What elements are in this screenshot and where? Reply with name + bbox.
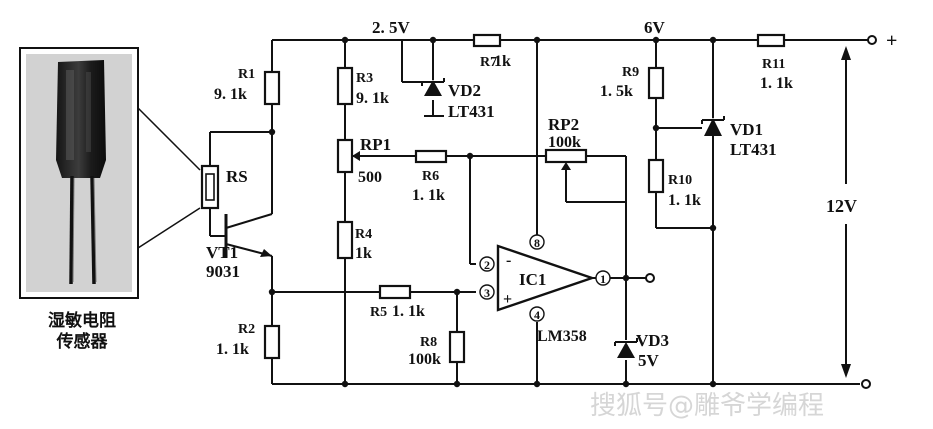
r10-value: 1. 1k <box>668 192 701 209</box>
r4-name: R4 <box>355 227 372 242</box>
terminals <box>645 35 877 389</box>
callout-line-top <box>137 107 201 171</box>
r7-value: 1k <box>494 53 511 70</box>
r1-value: 9. 1k <box>214 86 247 103</box>
opamp-pin2-label: 2 <box>484 258 490 272</box>
vd2-name: VD2 <box>448 81 481 100</box>
opamp-pin3-label: 3 <box>484 286 490 300</box>
resistor-r9 <box>647 66 665 100</box>
opamp-name: IC1 <box>519 270 546 289</box>
vt1-name: VT1 <box>206 243 238 262</box>
output-terminal <box>645 273 655 283</box>
vd1-name: VD1 <box>730 120 763 139</box>
opamp-pins <box>479 234 611 322</box>
resistor-r6 <box>414 149 448 164</box>
transistor-vt1 <box>224 213 273 258</box>
opamp-pin4-label: 4 <box>534 308 540 322</box>
wires <box>209 39 868 385</box>
supply-voltage-label: 12V <box>826 196 857 216</box>
supply-voltage-arrow <box>841 46 851 378</box>
r8-name: R8 <box>420 335 437 350</box>
minus-terminal <box>861 379 871 389</box>
opamp-part: LM358 <box>537 328 587 345</box>
opamp-inverting-sign: - <box>506 252 511 269</box>
junction-dots <box>268 36 717 388</box>
r5-name: R5 <box>370 305 387 320</box>
sensor-photo <box>19 47 139 299</box>
resistor-r5 <box>378 284 412 300</box>
sensor-caption-line2: 传感器 <box>56 331 109 352</box>
resistor-r11 <box>756 33 786 48</box>
resistor-r4 <box>336 220 354 260</box>
r4-value: 1k <box>355 245 372 262</box>
r8-value: 100k <box>408 351 441 368</box>
plus-label: + <box>886 30 897 52</box>
r9-value: 1. 5k <box>600 83 633 100</box>
callout-line-bottom <box>137 207 201 249</box>
r2-name: R2 <box>238 322 255 337</box>
potentiometer-rp1 <box>336 138 360 174</box>
rp2-name: RP2 <box>548 115 579 134</box>
r10-name: R10 <box>668 173 692 188</box>
zener-diode-vd3 <box>614 338 638 358</box>
rail-label-6v: 6V <box>644 18 666 37</box>
reference-diode-vd1 <box>701 116 725 136</box>
opamp-pin8-label: 8 <box>534 236 540 250</box>
rail-label-2v5: 2. 5V <box>372 18 411 37</box>
r3-name: R3 <box>356 71 373 86</box>
r5-value: 1. 1k <box>392 303 425 320</box>
rp1-value: 500 <box>358 169 382 186</box>
resistor-r1 <box>263 70 281 106</box>
resistor-r3 <box>336 66 354 106</box>
resistor-r2 <box>263 324 281 360</box>
r11-value: 1. 1k <box>760 75 793 92</box>
r2-value: 1. 1k <box>216 341 249 358</box>
sensor-rs-label: RS <box>226 167 248 186</box>
vd3-type: 5V <box>638 351 660 370</box>
humidity-sensor-rs <box>200 164 220 210</box>
reference-diode-vd2 <box>421 78 445 96</box>
plus-terminal <box>867 35 877 45</box>
opamp-pin1-label: 1 <box>600 272 606 286</box>
opamp-ic1 <box>496 244 598 312</box>
rp1-name: RP1 <box>360 135 391 154</box>
opamp-noninverting-sign: + <box>503 291 512 308</box>
watermark-text: 搜狐号@雕爷学编程 <box>590 391 824 421</box>
vt1-type: 9031 <box>206 262 240 281</box>
sensor-caption: 湿敏电阻 传感器 <box>48 310 116 352</box>
resistor-r8 <box>448 330 466 364</box>
vd1-type: LT431 <box>730 140 777 159</box>
resistor-r7 <box>472 33 502 48</box>
vd2-type: LT431 <box>448 102 495 121</box>
r9-name: R9 <box>622 65 639 80</box>
potentiometer-rp2 <box>544 148 588 170</box>
r6-value: 1. 1k <box>412 187 445 204</box>
resistor-r10 <box>647 158 665 194</box>
rp2-value: 100k <box>548 134 581 151</box>
r3-value: 9. 1k <box>356 90 389 107</box>
sensor-caption-line1: 湿敏电阻 <box>48 310 116 331</box>
r6-name: R6 <box>422 169 439 184</box>
r11-name: R11 <box>762 57 785 72</box>
vd3-name: VD3 <box>636 331 669 350</box>
r1-name: R1 <box>238 67 255 82</box>
r7-name: R7 <box>480 55 497 70</box>
